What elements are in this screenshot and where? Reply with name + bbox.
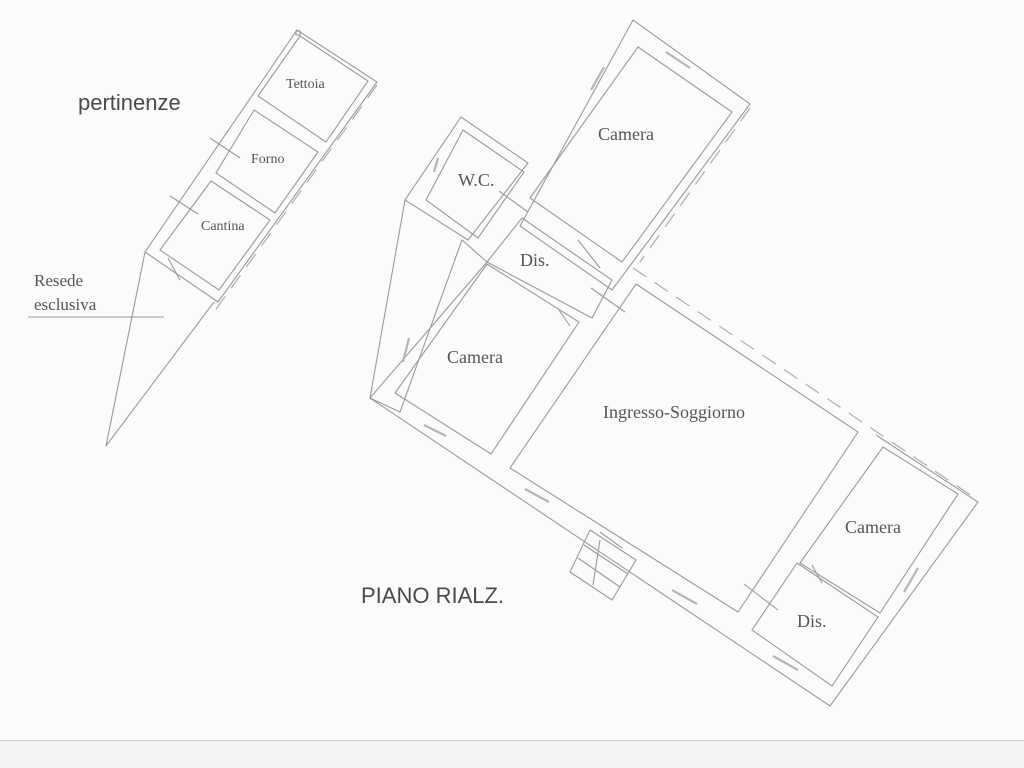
- room-label-camera-top: Camera: [598, 124, 654, 144]
- resede-esclusiva-area: [28, 251, 215, 447]
- page-bottom-margin: [0, 741, 1024, 768]
- camera-left-room: [394, 263, 580, 455]
- room-label-camera-right: Camera: [845, 517, 901, 537]
- resede-label-line2: esclusiva: [34, 295, 97, 314]
- camera-right-room: [799, 446, 959, 614]
- room-label-wc: W.C.: [458, 170, 494, 190]
- annex-building: [144, 29, 378, 313]
- entrance-steps: [569, 529, 637, 601]
- room-label-tettoia: Tettoia: [286, 77, 325, 92]
- room-label-camera-left: Camera: [447, 347, 503, 367]
- cantina-room: [159, 180, 271, 291]
- room-label-dis-top: Dis.: [520, 250, 550, 270]
- room-label-forno: Forno: [251, 152, 284, 167]
- room-label-cantina: Cantina: [201, 219, 245, 234]
- main-building: [369, 19, 979, 707]
- floor-title: PIANO RIALZ.: [361, 583, 504, 608]
- tettoia-room: [257, 35, 369, 143]
- forno-room: [215, 109, 319, 214]
- resede-label-line1: Resede: [34, 271, 83, 290]
- camera-top-room: [529, 46, 733, 263]
- ingresso-soggiorno-room: [509, 283, 859, 613]
- page-bottom-rule: [0, 740, 1024, 741]
- dis-right-room: [751, 562, 879, 687]
- dis-top-room: [486, 217, 613, 319]
- room-label-ingresso-soggiorno: Ingresso-Soggiorno: [603, 402, 745, 422]
- wc-room: [425, 129, 525, 239]
- annex-title: pertinenze: [78, 90, 181, 115]
- room-label-dis-right: Dis.: [797, 611, 827, 631]
